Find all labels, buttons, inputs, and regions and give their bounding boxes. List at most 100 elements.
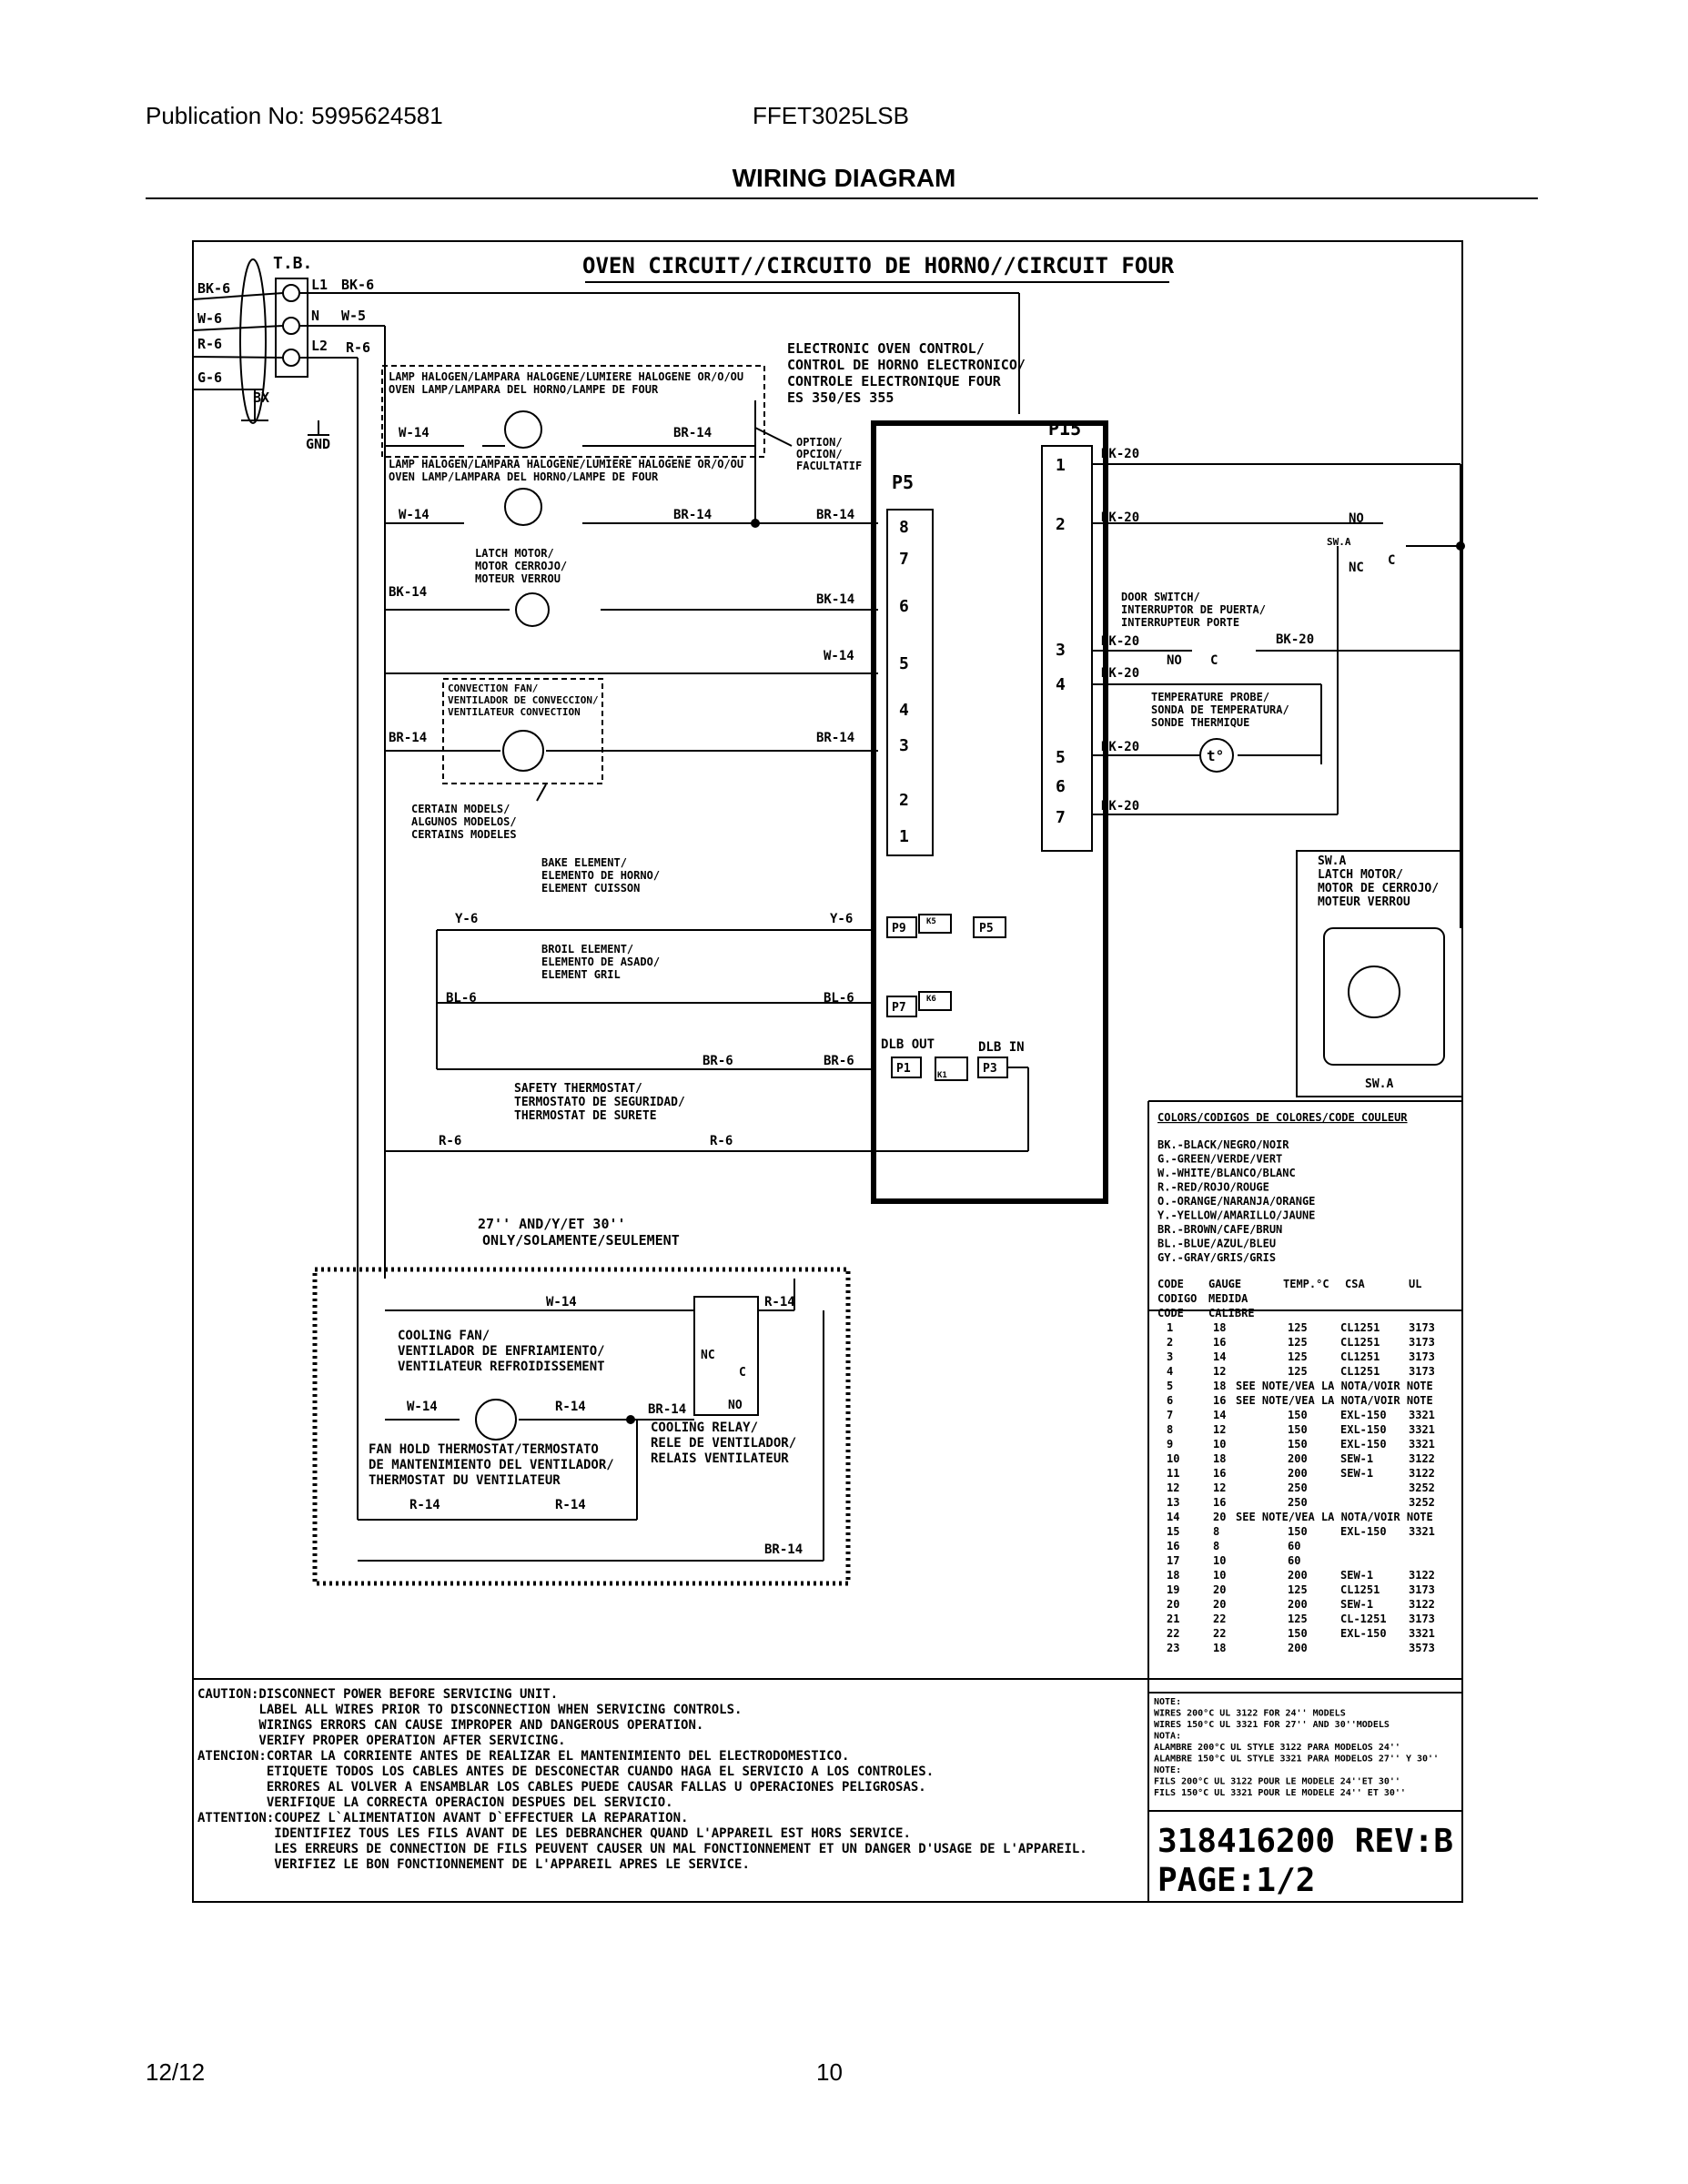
- control-label-1: ELECTRONIC OVEN CONTROL/: [787, 340, 985, 357]
- relay-p9: P9: [892, 922, 906, 935]
- option-1: OPTION/: [796, 436, 843, 449]
- safety-r6-b: R-6: [710, 1134, 733, 1148]
- gauge-code: 19: [1167, 1583, 1179, 1596]
- models-27-30-b: ONLY/SOLAMENTE/SEULEMENT: [482, 1232, 680, 1249]
- p5-8-br14: BR-14: [816, 508, 854, 522]
- gauge-value: 12: [1213, 1481, 1226, 1494]
- gauge-temp: 200: [1288, 1467, 1308, 1480]
- gauge-temp: 250: [1288, 1481, 1308, 1494]
- lamp2-br14: BR-14: [673, 508, 712, 522]
- gauge-code: 18: [1167, 1569, 1179, 1582]
- p5-pin-1: 1: [899, 827, 909, 846]
- door-3: INTERRUPTEUR PORTE: [1121, 616, 1239, 629]
- caution-line: ETIQUETE TODOS LOS CABLES ANTES DE DESCO…: [197, 1764, 934, 1779]
- model-number: FFET3025LSB: [753, 102, 909, 129]
- caution-line: ATENCION:CORTAR LA CORRIENTE ANTES DE RE…: [197, 1749, 849, 1764]
- gauge-value: 16: [1213, 1394, 1226, 1407]
- gauge-temp: 125: [1288, 1321, 1308, 1334]
- gauge-temp: 125: [1288, 1613, 1308, 1625]
- doc-number: 318416200 REV:B: [1157, 1823, 1453, 1860]
- gauge-csa: EXL-150: [1340, 1525, 1387, 1538]
- gauge-value: 20: [1213, 1583, 1226, 1596]
- color-code-row: BL.-BLUE/AZUL/BLEU: [1157, 1238, 1276, 1250]
- p15-pin-7: 7: [1056, 808, 1066, 827]
- tb-l1: L1: [311, 277, 328, 293]
- color-code-row: Y.-YELLOW/AMARILLO/JAUNE: [1157, 1209, 1315, 1222]
- broil-3: ELEMENT GRIL: [541, 968, 621, 981]
- wire-in-g6: G-6: [197, 369, 222, 386]
- fan-r14: R-14: [555, 1400, 586, 1414]
- terminal-block: [275, 278, 308, 378]
- option-3: FACULTATIF: [796, 460, 862, 472]
- gauge-code: 2: [1167, 1336, 1173, 1349]
- gauge-header: UL: [1409, 1278, 1421, 1290]
- caution-line: IDENTIFIEZ TOUS LES FILS AVANT DE LES DE…: [197, 1826, 911, 1841]
- wire-note: NOTE:: [1154, 1765, 1181, 1775]
- sw-no: NO: [1349, 511, 1364, 526]
- gauge-ul: 3321: [1409, 1627, 1435, 1640]
- p15-4-bk20: BK-20: [1101, 666, 1139, 681]
- control-outline: [871, 420, 1108, 1204]
- gauge-ul: 3173: [1409, 1365, 1435, 1378]
- p5-5-w14: W-14: [824, 649, 854, 663]
- safety-3: THERMOSTAT DE SURETE: [514, 1109, 657, 1123]
- control-label-3: CONTROLE ELECTRONIQUE FOUR: [787, 373, 1002, 389]
- gauge-code: 17: [1167, 1554, 1179, 1567]
- gauge-value: 20: [1213, 1511, 1226, 1523]
- relay-nc: NC: [701, 1349, 715, 1362]
- wire-note: WIRES 200°C UL 3122 FOR 24'' MODELS: [1154, 1709, 1346, 1719]
- gauge-value: 22: [1213, 1627, 1226, 1640]
- conv-br14: BR-14: [389, 731, 427, 745]
- door-1: DOOR SWITCH/: [1121, 591, 1200, 603]
- p9-y6: Y-6: [830, 912, 853, 926]
- gauge-csa: CL1251: [1340, 1336, 1380, 1349]
- gauge-ul: 3122: [1409, 1452, 1435, 1465]
- cooling-relay-3: RELAIS VENTILATEUR: [651, 1451, 789, 1466]
- gauge-ul: 3173: [1409, 1336, 1435, 1349]
- p5-pin-7: 7: [899, 550, 909, 569]
- wire-note: ALAMBRE 200°C UL STYLE 3122 PARA MODELOS…: [1154, 1743, 1400, 1753]
- p15-pin-2: 2: [1056, 515, 1066, 534]
- p5-pin-5: 5: [899, 654, 909, 673]
- gauge-header: CODIGO: [1157, 1292, 1197, 1305]
- gauge-header: CSA: [1345, 1278, 1365, 1290]
- broil-1: BROIL ELEMENT/: [541, 943, 633, 956]
- gauge-code: 16: [1167, 1540, 1179, 1552]
- safety-r6-a: R-6: [439, 1134, 461, 1148]
- gauge-code: 1: [1167, 1321, 1173, 1334]
- caution-line: CAUTION:DISCONNECT POWER BEFORE SERVICIN…: [197, 1687, 558, 1702]
- control-label-2: CONTROL DE HORNO ELECTRONICO/: [787, 357, 1026, 373]
- relay-k6: K6: [926, 995, 936, 1004]
- gauge-ul: 3173: [1409, 1613, 1435, 1625]
- relay-p5: P5: [979, 922, 994, 935]
- p5-pin-6: 6: [899, 597, 909, 616]
- bake-y6: Y-6: [455, 912, 478, 926]
- wire-in-bk6: BK-6: [197, 280, 230, 297]
- p15-7-bk20: BK-20: [1101, 799, 1139, 814]
- door-no: NO: [1167, 653, 1182, 668]
- lamp1-w14: W-14: [399, 426, 430, 440]
- latchbox-3: MOTOR DE CERROJO/: [1318, 882, 1439, 895]
- hold-r14-a: R-14: [409, 1498, 440, 1512]
- gauge-note: SEE NOTE/VEA LA NOTA/VOIR NOTE: [1236, 1380, 1433, 1392]
- gauge-code: 6: [1167, 1394, 1173, 1407]
- p5-label: P5: [892, 471, 914, 493]
- relay-k1: K1: [937, 1071, 947, 1080]
- gauge-temp: 60: [1288, 1554, 1300, 1567]
- lamp-label-2b: OVEN LAMP/LAMPARA DEL HORNO/LAMPE DE FOU…: [389, 470, 659, 483]
- page-indicator: PAGE:1/2: [1157, 1862, 1315, 1899]
- p15-pin-4: 4: [1056, 675, 1066, 694]
- gauge-ul: 3173: [1409, 1583, 1435, 1596]
- colors-title: COLORS/CODIGOS DE COLORES/CODE COULEUR: [1157, 1111, 1408, 1124]
- bake-2: ELEMENTO DE HORNO/: [541, 869, 660, 882]
- gauge-value: 10: [1213, 1554, 1226, 1567]
- gauge-value: 14: [1213, 1350, 1226, 1363]
- latchbox-4: MOTEUR VERROU: [1318, 895, 1410, 909]
- gauge-temp: 200: [1288, 1642, 1308, 1654]
- gauge-temp: 200: [1288, 1452, 1308, 1465]
- models-27-30-a: 27'' AND/Y/ET 30'': [478, 1216, 626, 1232]
- wire-in-r6: R-6: [197, 336, 222, 352]
- door-c: C: [1210, 653, 1218, 668]
- wire-note: NOTA:: [1154, 1732, 1181, 1742]
- relay-k5: K5: [926, 917, 936, 926]
